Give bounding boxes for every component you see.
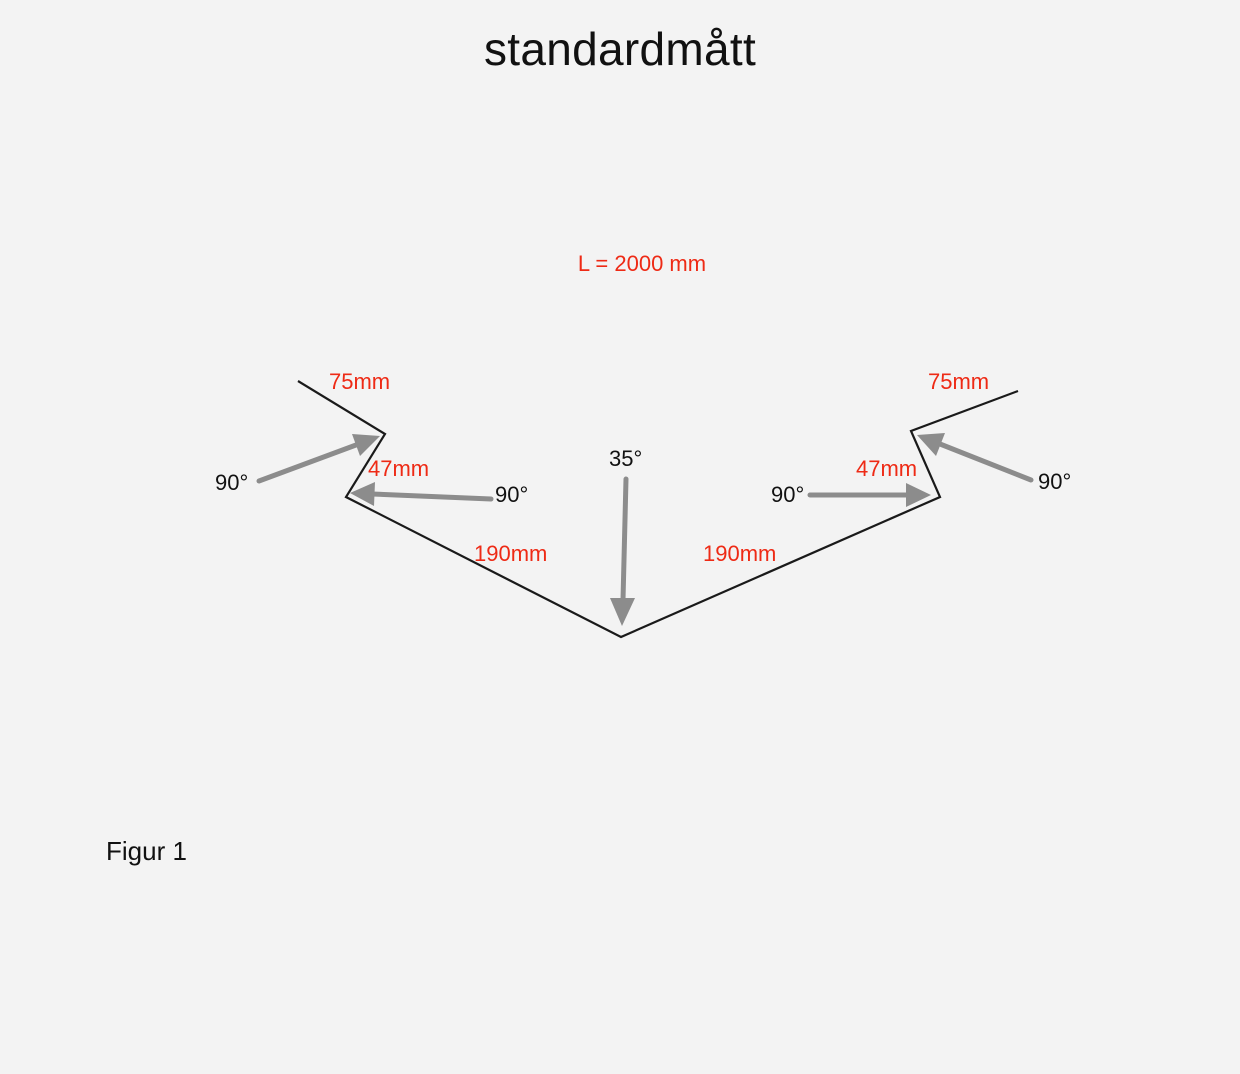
dimension-left-mid: 47mm <box>368 456 429 481</box>
page-title: standardmått <box>483 23 757 75</box>
dimension-left-long: 190mm <box>474 541 547 566</box>
profile-line <box>297 380 1019 639</box>
dimension-right-mid: 47mm <box>856 456 917 481</box>
angle-inner-left: 90° <box>495 482 528 507</box>
arrow-outer-right <box>917 433 1034 483</box>
dimension-right-long: 190mm <box>703 541 776 566</box>
arrow-center <box>610 476 635 626</box>
angle-outer-left: 90° <box>215 470 248 495</box>
length-label: L = 2000 mm <box>578 251 706 276</box>
arrow-inner-left <box>350 482 494 506</box>
arrow-inner-right <box>807 483 931 507</box>
angle-outer-right: 90° <box>1038 469 1071 494</box>
angle-inner-right: 90° <box>771 482 804 507</box>
dimension-right-top: 75mm <box>928 369 989 394</box>
dimension-left-top: 75mm <box>329 369 390 394</box>
angle-center: 35° <box>609 446 642 471</box>
figure-caption: Figur 1 <box>106 836 187 866</box>
arrow-outer-left <box>256 434 380 484</box>
